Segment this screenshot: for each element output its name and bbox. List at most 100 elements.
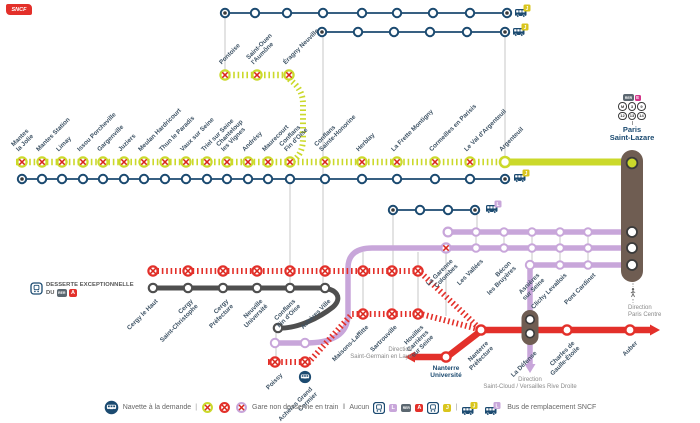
station-marker: [272, 322, 284, 334]
station-marker: [471, 227, 481, 237]
station-marker: [555, 227, 565, 237]
station-marker: [624, 324, 636, 336]
closed-station-marker: [251, 265, 263, 277]
closed-station-marker: [251, 69, 263, 81]
station-marker: [475, 324, 487, 336]
navette-icon: [104, 400, 119, 415]
closed-station-marker: [56, 156, 68, 168]
closed-station-j-icon: [202, 402, 213, 413]
station-marker: [36, 173, 48, 185]
train-icon: [30, 282, 43, 295]
psl-line-j-dot: [625, 156, 639, 170]
closed-station-marker: [357, 265, 369, 277]
closed-station-marker: [357, 308, 369, 320]
station-marker: [464, 7, 476, 19]
station-marker: [242, 173, 254, 185]
rer-e-badge: E: [634, 94, 641, 101]
arrow-saint-germain: [405, 351, 415, 363]
line-l-row2-poissy: [275, 245, 624, 346]
closed-station-marker: [440, 242, 452, 254]
station-marker: [221, 173, 233, 185]
metro-3-badge: 3: [627, 102, 637, 111]
station-marker: [391, 173, 403, 185]
station-marker: [388, 26, 400, 38]
station-marker: [391, 7, 403, 19]
station-marker: [427, 7, 439, 19]
rer-icon: RER: [623, 94, 634, 101]
desserte-line2: DU: [46, 289, 55, 296]
closed-station-marker: [201, 156, 213, 168]
station-marker: [147, 282, 159, 294]
closed-station-marker: [269, 356, 281, 368]
station-marker: [561, 324, 573, 336]
replacement-bus-icon-l: L: [484, 401, 501, 415]
closed-station-marker: [386, 308, 398, 320]
legend-double-separator: ‖: [342, 404, 346, 411]
station-marker: [281, 7, 293, 19]
rer-icon: RER: [56, 289, 68, 297]
terminal-station-marker: [387, 204, 399, 216]
station-marker: [251, 282, 263, 294]
direction-saint-germain: Direction Saint-Germain en Laye: [350, 347, 412, 360]
station-marker: [555, 243, 565, 253]
closed-station-marker: [284, 156, 296, 168]
metro-12-badge: 12: [618, 111, 627, 120]
train-icon: [373, 401, 386, 414]
station-marker: [424, 26, 436, 38]
station-marker: [262, 173, 274, 185]
line-j-branch-curve: [287, 76, 306, 163]
station-marker: [352, 26, 364, 38]
sncf-logo-text: SNCF: [11, 6, 27, 13]
closed-station-marker: [242, 156, 254, 168]
terminal-station-marker: [469, 204, 481, 216]
closed-station-marker: [182, 265, 194, 277]
legend-aucun-label: Aucun: [349, 404, 370, 411]
walk-icon: [630, 287, 636, 298]
station-marker: [317, 7, 329, 19]
la-defense-l-dot: [524, 314, 535, 325]
legend-bus-label: Bus de remplacement SNCF: [507, 404, 597, 411]
legend-separator: |: [455, 404, 458, 411]
station-marker: [498, 155, 512, 169]
station-marker: [527, 243, 537, 253]
metro-14-badge: 14: [637, 111, 646, 120]
closed-station-marker: [262, 156, 274, 168]
bus-badge-l: L: [496, 202, 499, 208]
station-marker: [118, 173, 130, 185]
line-a-exceptional-service: [153, 285, 341, 331]
paris-saint-lazare-block: RER E M 3 9 12 13 14 Paris Saint-Lazare: [600, 94, 664, 142]
metro-13-badge: 13: [627, 111, 637, 120]
la-defense-a-dot: [524, 328, 535, 339]
station-marker: [284, 282, 296, 294]
legend-navette-label: Navette à la demande: [122, 404, 192, 411]
closed-station-marker: [180, 156, 192, 168]
closed-station-marker: [356, 156, 368, 168]
closed-station-marker: [319, 156, 331, 168]
station-marker: [471, 243, 481, 253]
station-marker: [319, 173, 331, 185]
line-j-badge: J: [443, 403, 452, 412]
bus-badge-j: J: [525, 171, 528, 177]
station-marker: [201, 173, 213, 185]
closed-station-a-icon: [219, 402, 230, 413]
station-marker: [555, 260, 565, 270]
closed-station-marker: [283, 69, 295, 81]
station-marker: [414, 204, 426, 216]
station-marker: [269, 337, 281, 349]
line-l-row3-la-defense-branch: [527, 262, 624, 366]
replacement-bus-icon-j: J: [461, 401, 478, 415]
station-marker: [56, 173, 68, 185]
terminal-station-marker: [219, 7, 231, 19]
closed-station-marker: [97, 156, 109, 168]
station-marker: [429, 173, 441, 185]
station-marker: [299, 337, 311, 349]
closed-station-marker: [386, 265, 398, 277]
train-icon: [427, 401, 440, 414]
closed-station-marker: [16, 156, 28, 168]
closed-station-marker: [299, 356, 311, 368]
station-marker: [182, 282, 194, 294]
station-marker: [180, 173, 192, 185]
psl-line-l-dot-1: [626, 226, 638, 238]
closed-station-marker: [221, 156, 233, 168]
